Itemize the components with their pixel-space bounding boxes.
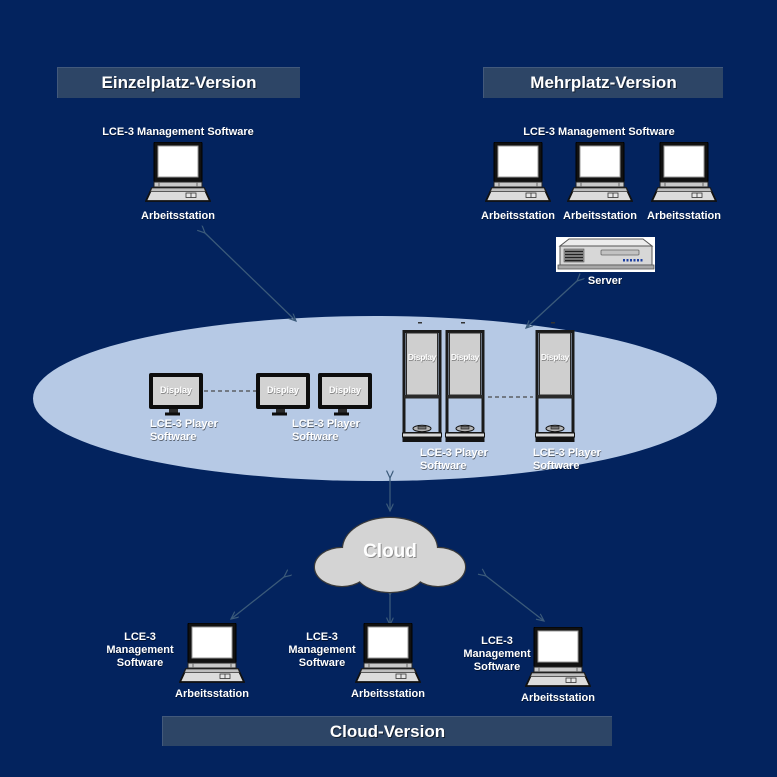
player-software-label-3: LCE-3 Player Software — [420, 447, 488, 473]
cloud-workstation-label-1: Arbeitsstation — [175, 688, 249, 700]
arrow-cloud-to-workstation-1 — [231, 577, 284, 619]
mehrplatz-workstation-label-1: Arbeitsstation — [481, 210, 555, 222]
arrow-einzelplatz-to-players — [205, 233, 296, 321]
player-software-label-2: LCE-3 Player Software — [292, 418, 360, 444]
laptop-icon — [567, 142, 633, 204]
cloud-software-label-1: LCE-3 Management Software — [106, 631, 174, 670]
display-screen-label: Display — [266, 385, 299, 395]
mehrplatz-workstation-label-2: Arbeitsstation — [563, 210, 637, 222]
cloud-software-label-2: LCE-3 Management Software — [288, 631, 356, 670]
player-software-label-1: LCE-3 Player Software — [150, 418, 218, 444]
display-icon — [318, 373, 372, 417]
laptop-icon — [179, 623, 245, 685]
laptop-icon — [145, 142, 211, 204]
cloud-software-label-3: LCE-3 Management Software — [463, 635, 531, 674]
display-icon — [256, 373, 310, 417]
laptop-icon — [355, 623, 421, 685]
display-screen-label: Display — [540, 352, 570, 362]
server-icon — [557, 238, 655, 272]
display-screen-label: Display — [407, 352, 437, 362]
arrow-cloud-to-workstation-3 — [486, 576, 544, 621]
mehrplatz-workstation-label-3: Arbeitsstation — [647, 210, 721, 222]
laptop-icon — [525, 627, 591, 689]
laptop-icon — [651, 142, 717, 204]
cloud-version-banner: Cloud-Version — [162, 716, 612, 746]
cloud-label: Cloud — [363, 541, 417, 562]
kiosk-display-icon — [535, 330, 575, 443]
kiosk-display-icon — [402, 330, 442, 443]
cloud-workstation-label-2: Arbeitsstation — [351, 688, 425, 700]
einzelplatz-workstation-label: Arbeitsstation — [141, 210, 215, 222]
kiosk-display-icon — [445, 330, 485, 443]
cloud-workstation-label-3: Arbeitsstation — [521, 692, 595, 704]
display-screen-label: Display — [159, 385, 192, 395]
kiosk-top-tick — [418, 322, 422, 324]
player-network-ellipse — [33, 316, 717, 481]
kiosk-top-tick — [551, 322, 555, 324]
arrow-server-to-players — [526, 281, 577, 328]
kiosk-top-tick — [461, 322, 465, 324]
display-icon — [149, 373, 203, 417]
einzelplatz-version-banner: Einzelplatz-Version — [57, 67, 300, 98]
server-label: Server — [587, 275, 623, 287]
einzelplatz-software-label: LCE-3 Management Software — [102, 126, 254, 138]
player-software-label-4: LCE-3 Player Software — [533, 447, 601, 473]
mehrplatz-version-banner: Mehrplatz-Version — [483, 67, 723, 98]
display-screen-label: Display — [328, 385, 361, 395]
display-screen-label: Display — [450, 352, 480, 362]
mehrplatz-software-label: LCE-3 Management Software — [523, 126, 675, 138]
laptop-icon — [485, 142, 551, 204]
